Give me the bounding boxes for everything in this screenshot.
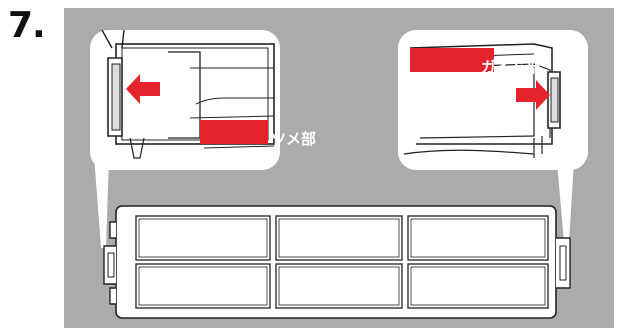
illustration-drawing	[90, 29, 588, 319]
filter-illustration: ツメ部 ガイド部	[64, 8, 614, 328]
filter-cell	[135, 263, 271, 309]
filter-cell	[407, 215, 549, 261]
step-number: 7.	[8, 5, 46, 46]
filter-cell	[275, 263, 403, 309]
tsume-label: ツメ部	[271, 130, 317, 148]
right-zoom-callout	[398, 30, 588, 170]
filter-cell	[407, 263, 549, 309]
filter-panel	[103, 205, 571, 319]
filter-cell	[135, 215, 271, 261]
arrow-left-icon	[126, 74, 160, 104]
arrow-right-icon	[516, 80, 550, 110]
guide-label: ガイド部	[481, 58, 542, 76]
filter-cell	[275, 215, 403, 261]
left-zoom-callout	[90, 29, 280, 170]
